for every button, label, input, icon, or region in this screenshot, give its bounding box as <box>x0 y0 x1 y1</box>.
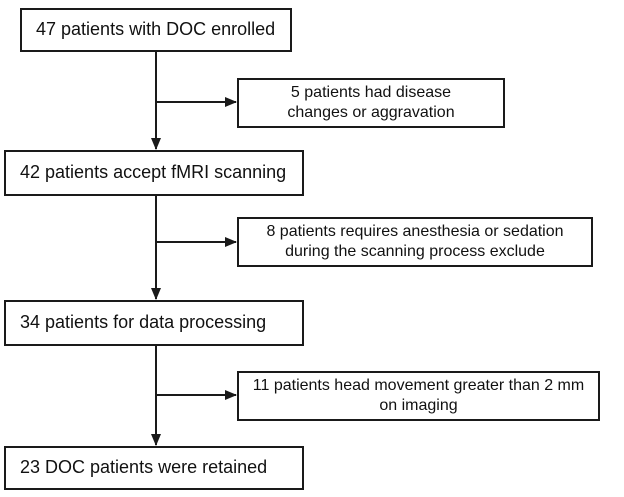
exclusion-box-head-movement: 11 patients head movement greater than 2… <box>237 371 600 421</box>
exclusion-label-head-movement: 11 patients head movement greater than 2… <box>252 377 585 414</box>
step-label-fmri-scanning: 42 patients accept fMRI scanning <box>20 162 287 183</box>
step-label-enrolled: 47 patients with DOC enrolled <box>36 19 276 40</box>
exclusion-box-anesthesia: 8 patients requires anesthesia or sedati… <box>237 217 593 267</box>
step-label-retained: 23 DOC patients were retained <box>20 457 268 478</box>
exclusion-box-disease-changes: 5 patients had disease changes or aggrav… <box>237 78 505 128</box>
step-label-data-processing: 34 patients for data processing <box>20 312 267 333</box>
step-box-retained: 23 DOC patients were retained <box>4 446 304 490</box>
step-box-data-processing: 34 patients for data processing <box>4 300 304 346</box>
step-box-enrolled: 47 patients with DOC enrolled <box>20 8 292 52</box>
exclusion-label-anesthesia: 8 patients requires anesthesia or sedati… <box>266 223 564 260</box>
step-box-fmri-scanning: 42 patients accept fMRI scanning <box>4 150 304 196</box>
exclusion-label-disease-changes: 5 patients had disease changes or aggrav… <box>287 84 455 121</box>
